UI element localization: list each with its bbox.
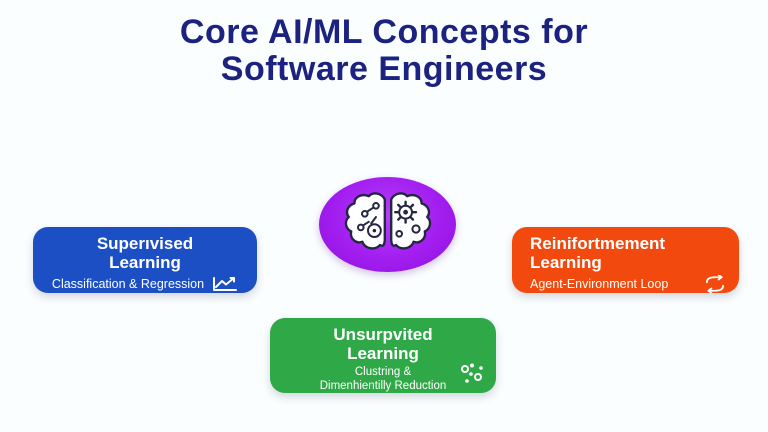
card-supervised-title-line1: Superıvised [96, 234, 194, 253]
loop-arrows-icon [704, 275, 726, 293]
line-chart-icon [212, 275, 238, 293]
card-reinforcement-title-line1: Reinifortmement [530, 234, 666, 253]
card-reinforcement-title: Reinifortmement Learning [512, 227, 739, 272]
card-unsupervised-title-line2: Learning [347, 344, 419, 363]
brain-circuit-gear-icon [340, 189, 436, 261]
center-badge [319, 177, 456, 272]
card-reinforcement-learning: Reinifortmement Learning Agent-Environme… [512, 227, 739, 293]
card-supervised-learning: Superıvised Learning Classification & Re… [33, 227, 257, 293]
card-supervised-title-line2: Learning [109, 253, 181, 272]
card-reinforcement-subtitle: Agent-Environment Loop [530, 277, 669, 291]
page-title: Core AI/ML Concepts for Software Enginee… [0, 14, 768, 88]
card-reinforcement-title-line2: Learning [530, 253, 602, 272]
card-unsupervised-subtitle: Clustring & Dimenhientilly Reduction [270, 366, 496, 393]
card-supervised-title: Superıvised Learning [33, 227, 257, 272]
card-unsupervised-learning: Unsurpvited Learning Clustring & Dimenhi… [270, 318, 496, 393]
card-unsupervised-title: Unsurpvited Learning [270, 318, 496, 363]
cluster-dots-icon [459, 362, 485, 386]
page-title-line2: Software Engineers [220, 50, 548, 88]
card-unsupervised-subtitle-line1: Clustring & [354, 366, 412, 378]
card-supervised-subtitle: Classification & Regression [51, 277, 205, 291]
card-unsupervised-title-line1: Unsurpvited [333, 325, 433, 344]
card-unsupervised-subtitle-line2: Dimenhientilly Reduction [319, 379, 447, 392]
page-title-line1: Core AI/ML Concepts for [179, 13, 589, 51]
